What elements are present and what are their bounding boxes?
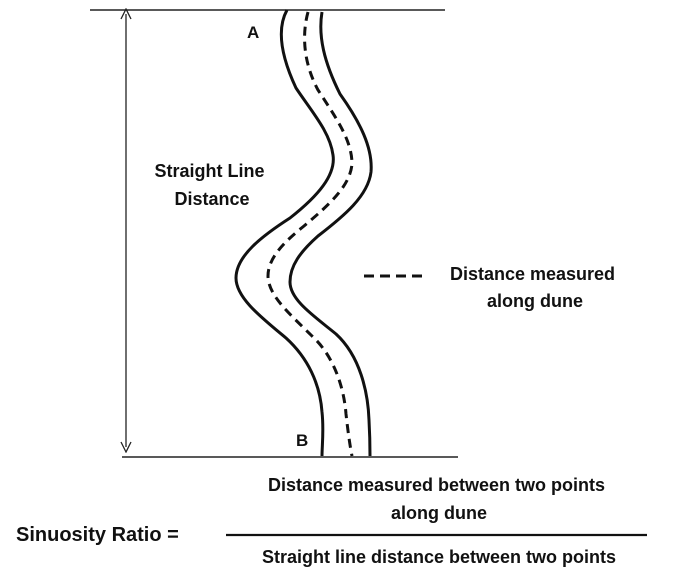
formula-denominator: Straight line distance between two point… [262, 547, 616, 567]
dune-distance-legend-label: Distance measured along dune [450, 264, 620, 311]
formula-numerator-line1: Distance measured between two points [268, 475, 605, 495]
point-b-label: B [296, 431, 308, 450]
straight-line-distance-label-line1: Straight Line [154, 161, 264, 181]
straight-line-distance-label: Straight Line Distance [154, 161, 269, 209]
dune-distance-legend-line1: Distance measured [450, 264, 615, 284]
point-a-label: A [247, 23, 259, 42]
sinuosity-ratio-label: Sinuosity Ratio = [16, 524, 179, 546]
formula-numerator-line2: along dune [391, 503, 487, 523]
dune-center-dashed-line [266, 11, 354, 457]
straight-line-distance-label-line2: Distance [174, 189, 249, 209]
dune-right-bank [288, 11, 373, 457]
dune-distance-legend-line2: along dune [487, 291, 583, 311]
dune-left-bank [234, 9, 335, 457]
formula-numerator: Distance measured between two points alo… [268, 475, 610, 523]
